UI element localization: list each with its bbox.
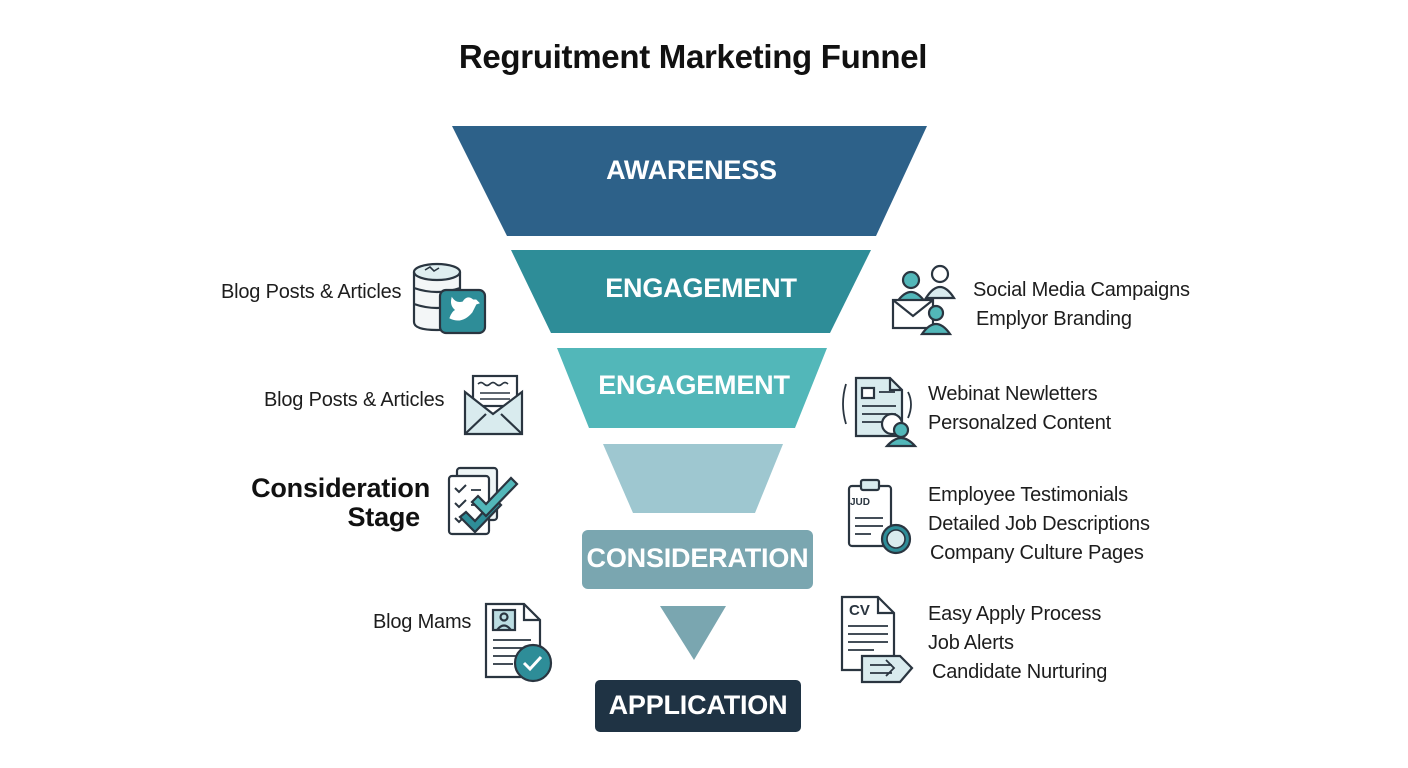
stage-small-shape	[660, 606, 726, 660]
right-group-4-line-3: Candidate Nurturing	[932, 661, 1108, 683]
social-people-email-icon	[891, 264, 957, 336]
right-group-2-line-1: Webinat Newletters	[928, 383, 1098, 405]
right-group-1-line-2: Emplyor Branding	[976, 308, 1132, 330]
stage-engagement-2-shape	[557, 348, 827, 428]
right-group-3: Employee Testimonials Detailed Job Descr…	[928, 481, 1150, 568]
left-label-2: Blog Posts & Articles	[264, 389, 445, 411]
stage-label-engagement-1: ENGAGEMENT	[605, 273, 797, 303]
left-label-1: Blog Posts & Articles	[221, 281, 402, 303]
right-group-4: Easy Apply Process Job Alerts Candidate …	[928, 600, 1107, 687]
stage-application-shape	[595, 680, 801, 732]
right-group-4-line-2: Job Alerts	[928, 632, 1014, 654]
stage-awareness-shape	[452, 126, 927, 236]
stage-label-consideration: CONSIDERATION	[586, 543, 809, 573]
stage-label-application: APPLICATION	[608, 690, 788, 720]
job-description-clipboard-icon	[847, 478, 912, 555]
funnel-title: Regruitment Marketing Funnel	[458, 38, 928, 75]
icon-text-jud: JUD	[850, 497, 871, 508]
right-group-1-line-1: Social Media Campaigns	[973, 279, 1190, 301]
left-label-3-line1: Consideration	[251, 473, 430, 503]
right-group-4-line-1: Easy Apply Process	[928, 603, 1102, 625]
icon-text-cv: CV	[849, 602, 870, 619]
stage-label-awareness: AWARENESS	[606, 155, 777, 185]
right-group-1: Social Media Campaigns Emplyor Branding	[973, 276, 1190, 334]
profile-document-check-icon	[484, 602, 553, 683]
left-label-3: Consideration Stage	[240, 474, 430, 532]
database-twitter-icon	[412, 262, 487, 335]
checklist-icon	[447, 466, 519, 536]
stage-label-engagement-2: ENGAGEMENT	[598, 370, 790, 400]
right-group-2: Webinat Newletters Personalzed Content	[928, 380, 1111, 438]
left-label-4: Blog Mams	[373, 611, 472, 633]
right-group-3-line-3: Company Culture Pages	[930, 542, 1144, 564]
document-person-icon	[842, 376, 918, 448]
stage-consideration-shape	[582, 530, 813, 589]
left-label-3-line2: Stage	[347, 502, 420, 532]
right-group-3-line-1: Employee Testimonials	[928, 484, 1128, 506]
right-group-3-line-2: Detailed Job Descriptions	[928, 513, 1150, 535]
right-group-2-line-2: Personalzed Content	[928, 412, 1111, 434]
newsletter-envelope-icon	[463, 374, 524, 436]
stage-engagement-1-shape	[511, 250, 871, 333]
cv-document-arrow-icon	[840, 595, 914, 684]
stage-blank-shape	[603, 444, 783, 513]
